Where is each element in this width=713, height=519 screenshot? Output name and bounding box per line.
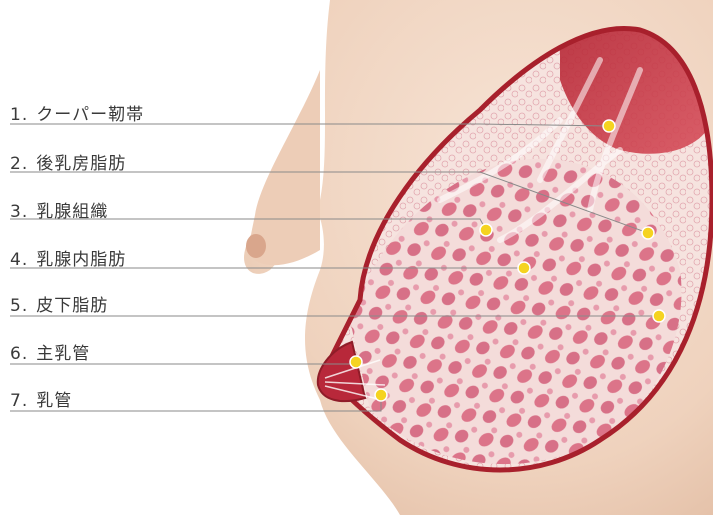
marker-dot-1 [603, 120, 615, 132]
marker-dot-2 [642, 227, 654, 239]
label-cooper-ligament: 1. クーパー靭帯 [10, 100, 144, 125]
label-main-duct: 6. 主乳管 [10, 339, 90, 364]
label-intraglandular-fat: 4. 乳腺内脂肪 [10, 245, 126, 270]
label-text: 主乳管 [36, 344, 90, 364]
label-duct: 7. 乳管 [10, 386, 72, 411]
label-number: 5. [10, 296, 28, 316]
label-number: 2. [10, 154, 28, 174]
label-text: 後乳房脂肪 [36, 154, 126, 174]
marker-dot-3 [480, 224, 492, 236]
marker-dot-4 [518, 262, 530, 274]
label-number: 7. [10, 391, 28, 411]
label-number: 1. [10, 105, 28, 125]
label-text: 乳管 [36, 391, 72, 411]
label-text: 皮下脂肪 [36, 296, 108, 316]
label-number: 3. [10, 202, 28, 222]
label-glandular-tissue: 3. 乳腺組織 [10, 197, 108, 222]
marker-dot-6 [350, 356, 362, 368]
label-text: クーパー靭帯 [36, 105, 144, 125]
label-subcutaneous-fat: 5. 皮下脂肪 [10, 291, 108, 316]
marker-dot-5 [653, 310, 665, 322]
left-nipple [246, 234, 266, 258]
label-text: 乳腺組織 [36, 202, 108, 222]
label-number: 6. [10, 344, 28, 364]
label-text: 乳腺内脂肪 [36, 250, 126, 270]
label-retromammary-fat: 2. 後乳房脂肪 [10, 149, 126, 174]
marker-dot-7 [375, 389, 387, 401]
label-number: 4. [10, 250, 28, 270]
